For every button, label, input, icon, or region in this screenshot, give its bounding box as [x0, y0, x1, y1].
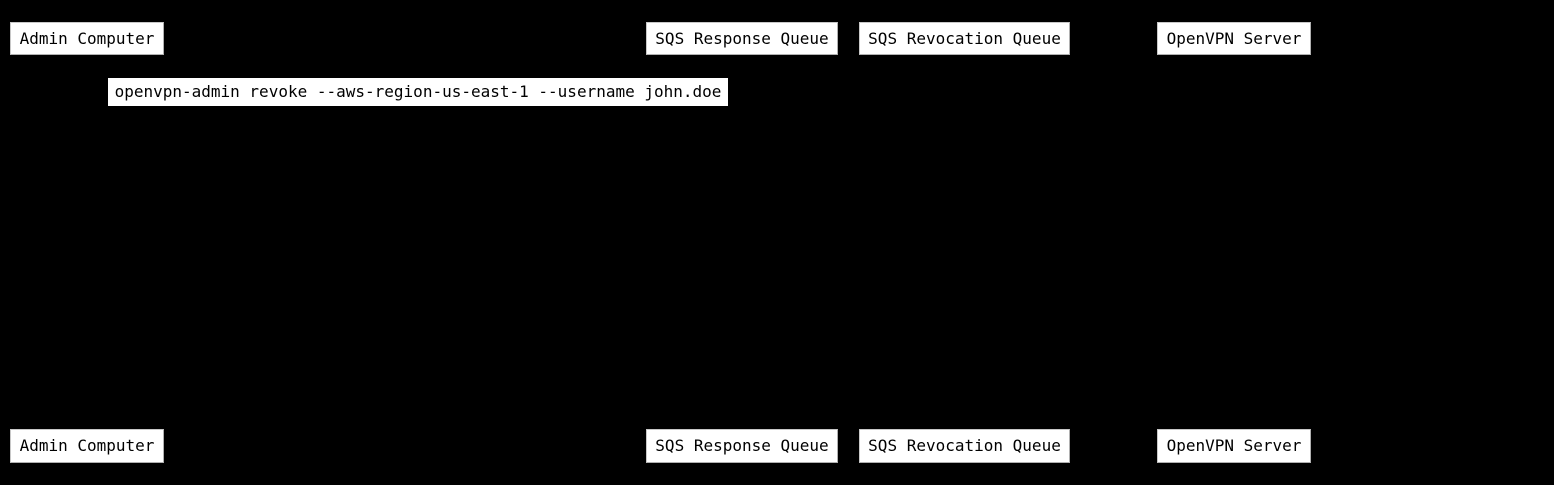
message-label-revoke-command: openvpn-admin revoke --aws-region-us-eas… [108, 78, 728, 106]
actor-bottom-admin-computer: Admin Computer [10, 429, 164, 463]
actor-bottom-sqs-revocation-queue: SQS Revocation Queue [859, 429, 1070, 463]
actor-bottom-openvpn-server: OpenVPN Server [1157, 429, 1311, 463]
actor-bottom-sqs-response-queue: SQS Response Queue [646, 429, 838, 463]
actor-top-sqs-revocation-queue: SQS Revocation Queue [859, 22, 1070, 55]
actor-top-openvpn-server: OpenVPN Server [1157, 22, 1311, 55]
actor-top-sqs-response-queue: SQS Response Queue [646, 22, 838, 55]
actor-top-admin-computer: Admin Computer [10, 22, 164, 55]
